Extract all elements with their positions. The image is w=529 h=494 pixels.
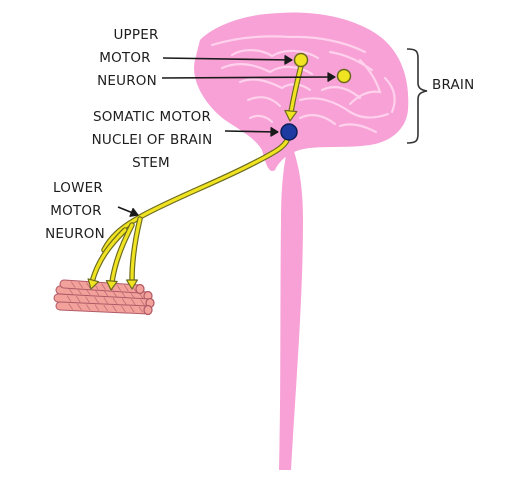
upper-axon xyxy=(289,64,303,114)
nucleus-pointer-arrowhead xyxy=(270,127,279,137)
lower-motor-neuron-label-line-3: NEURON xyxy=(45,226,105,242)
muscle-striation xyxy=(70,281,76,288)
muscle-striation xyxy=(131,298,136,306)
muscle-striation xyxy=(103,297,109,304)
upper-motor-neuron-label-line-2: MOTOR xyxy=(99,50,151,66)
muscle-fiber xyxy=(54,294,154,307)
nucleus-pointer xyxy=(224,130,279,133)
lower-axon-trunk xyxy=(102,131,291,252)
lower-neuron-pointer-arrowhead xyxy=(129,207,139,217)
muscle-striation xyxy=(85,304,91,311)
muscle-striation xyxy=(123,284,129,292)
cortical-neuron-pointer xyxy=(161,76,336,79)
muscle-fiber-end xyxy=(143,304,153,316)
upper-axon-arrowhead xyxy=(284,109,298,122)
cortical-neuron-pointer-arrowhead xyxy=(327,72,336,82)
upper-neuron-pointer-arrowhead xyxy=(284,55,293,65)
upper-motor-neuron-label-line-3: NEURON xyxy=(97,73,157,89)
upper-neuron-cell-body xyxy=(293,52,309,68)
muscle-striation xyxy=(112,297,118,305)
muscle-striation xyxy=(138,306,144,313)
muscle-striation xyxy=(103,304,109,312)
muscle-striation xyxy=(75,295,81,303)
label-pointers xyxy=(117,55,336,217)
axon-terminal-arrowhead xyxy=(105,279,118,291)
upper-motor-neuron-label-line-1: UPPER xyxy=(113,27,159,43)
muscle-fibers xyxy=(53,279,155,316)
brain-label: BRAIN xyxy=(432,77,475,93)
muscle-striation xyxy=(68,303,73,310)
muscle-striation xyxy=(78,281,84,289)
muscle-striation xyxy=(121,298,127,305)
muscle-striation xyxy=(66,295,72,302)
muscle-fiber xyxy=(56,302,152,314)
cortical-neuron-cell-body xyxy=(336,68,352,84)
spinal-cord xyxy=(279,148,303,470)
somatic-motor-nuclei-label-line-2: NUCLEI OF BRAIN xyxy=(91,132,213,148)
lower-axon-branch xyxy=(130,217,142,282)
lower-motor-neuron-label-line-1: LOWER xyxy=(53,180,103,196)
muscle-striation xyxy=(140,299,145,306)
lower-motor-neuron-axon xyxy=(87,130,292,291)
muscle-striation xyxy=(112,305,117,312)
muscle-striation xyxy=(129,291,135,299)
brain-bracket xyxy=(406,48,428,144)
upper-motor-neuron-axon xyxy=(280,52,352,141)
axon-terminal-arrowhead xyxy=(125,279,138,290)
muscle-striation xyxy=(101,283,106,290)
muscle-striation xyxy=(116,284,122,291)
muscle-fiber xyxy=(60,280,144,293)
lower-motor-neuron-label-line-2: MOTOR xyxy=(50,203,102,219)
lower-axon-branch xyxy=(110,223,134,284)
somatic-motor-nuclei-label-line-3: STEM xyxy=(132,155,170,171)
lower-axon-branch xyxy=(90,228,127,284)
somatic-motor-nuclei-label-line-1: SOMATIC MOTOR xyxy=(92,109,212,125)
somatic-motor-nucleus xyxy=(280,123,298,141)
muscle-striation xyxy=(129,306,135,313)
muscle-striation xyxy=(85,296,90,303)
upper-neuron-pointer xyxy=(162,57,293,61)
muscle-striation xyxy=(77,303,82,311)
muscle-striation xyxy=(85,282,91,289)
muscle-fiber-end xyxy=(135,283,145,295)
muscle-striation xyxy=(94,304,100,311)
axon-terminal-arrowhead xyxy=(87,278,100,290)
muscle-striation xyxy=(121,305,126,313)
muscle-fiber xyxy=(56,286,152,300)
muscle-striation xyxy=(94,296,99,304)
